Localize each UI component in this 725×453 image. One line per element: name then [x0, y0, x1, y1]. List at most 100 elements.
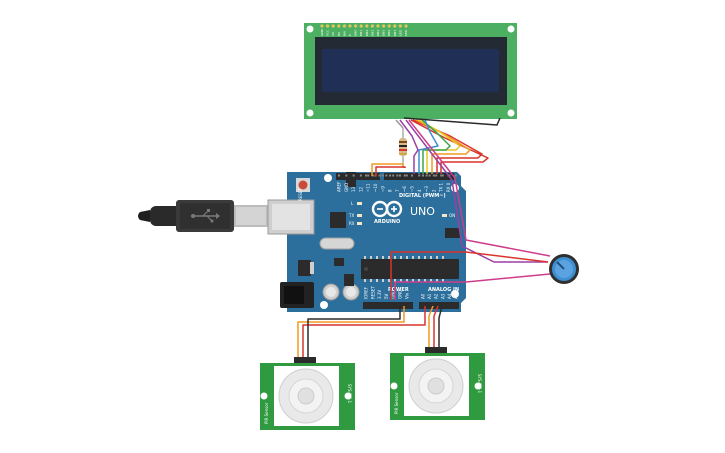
lcd-pin[interactable]	[382, 24, 386, 28]
digital-pin-label: ~9	[380, 186, 385, 192]
lcd-pin-label: DB3	[370, 30, 374, 36]
digital-pin-label: 13	[351, 186, 356, 192]
lcd-pin[interactable]	[337, 24, 341, 28]
power-pin[interactable]	[405, 174, 408, 177]
digital-pin[interactable]	[367, 174, 370, 177]
crystal-oscillator	[319, 237, 355, 250]
lcd-pin[interactable]	[348, 24, 352, 28]
wire-green-db5	[421, 119, 451, 174]
digital-pin[interactable]	[352, 174, 355, 177]
status-leds: L TX RX ON	[348, 201, 455, 226]
digital-pin[interactable]	[425, 174, 428, 177]
digital-pin-label: 4	[417, 189, 422, 192]
digital-pin-label: ~3	[424, 186, 429, 192]
lcd-pin-label: V0	[331, 32, 335, 36]
wire-red-pir2-out	[433, 305, 439, 352]
pir-1-left-label: PIR Sensor	[264, 402, 269, 424]
model-label: UNO	[410, 205, 435, 218]
wire-black-pir1-gnd	[307, 306, 401, 362]
digital-pin[interactable]	[432, 174, 435, 177]
lcd-pin[interactable]	[387, 24, 391, 28]
atmega328-chip	[361, 256, 459, 282]
power-pin[interactable]	[399, 174, 401, 177]
wire-red-pot-vcc	[390, 251, 549, 300]
digital-pin-label: ~11	[366, 183, 371, 192]
wire-black-gnd	[403, 117, 501, 126]
pir-sensor-2[interactable]: PIR Sensor SYS-PIR-1	[390, 347, 485, 420]
digital-pin[interactable]	[418, 174, 421, 177]
lcd-pin[interactable]	[370, 24, 374, 28]
digital-pin-label: 8	[388, 189, 393, 192]
digital-pin-label: ~5	[410, 186, 415, 192]
reset-button-cap[interactable]	[298, 180, 308, 190]
wire-magenta-pot-gnd	[394, 273, 551, 300]
wire-black-pir2-gnd	[438, 305, 443, 352]
wires[interactable]	[297, 117, 551, 362]
digital-pin[interactable]	[381, 174, 384, 177]
analog-pin-label: A1	[427, 293, 432, 299]
analog-pin[interactable]	[435, 174, 438, 177]
analog-pin-label: A4	[447, 293, 452, 299]
tx-led-label: TX	[348, 213, 354, 218]
digital-pin[interactable]	[345, 174, 348, 177]
power-pin[interactable]	[385, 174, 388, 177]
pir-sensor-1[interactable]: PIR Sensor SYS-PIR-1	[260, 357, 355, 430]
lcd-pin[interactable]	[398, 24, 402, 28]
digital-pin[interactable]	[440, 174, 443, 177]
potentiometer[interactable]	[549, 254, 579, 284]
lcd-pin[interactable]	[354, 24, 358, 28]
analog-pin-label: A0	[421, 293, 426, 299]
mount-hole	[320, 301, 328, 309]
power-pin[interactable]	[365, 174, 367, 177]
power-pin[interactable]	[378, 174, 381, 177]
digital-pin[interactable]	[338, 174, 340, 177]
digital-pin-label: 7	[395, 189, 400, 192]
lcd-pin[interactable]	[326, 24, 330, 28]
wire-magenta-pot-1	[408, 119, 551, 257]
lcd-pin-label: VCC	[326, 30, 330, 36]
lcd-pin[interactable]	[376, 24, 380, 28]
lcd-pin-label: DB5	[382, 30, 386, 36]
lcd-pin[interactable]	[359, 24, 363, 28]
lcd-pin-label: RS	[337, 32, 341, 36]
arduino-uno-board[interactable]: RESET ARDUINO UNO	[267, 172, 466, 312]
lcd-pin[interactable]	[342, 24, 346, 28]
usb-controller-chip	[330, 212, 346, 228]
resistor[interactable]	[399, 128, 407, 168]
analog-pin[interactable]	[422, 174, 424, 177]
lcd-pin-label: LED	[404, 29, 408, 36]
mount-hole	[451, 290, 459, 298]
lcd-pin[interactable]	[331, 24, 335, 28]
power-pin-label: GND	[398, 290, 403, 299]
wire-blue-db6	[418, 119, 439, 174]
analog-pin[interactable]	[428, 174, 431, 177]
lcd-pin[interactable]	[393, 24, 397, 28]
lcd-pin[interactable]	[320, 24, 324, 28]
wire-gray-led	[395, 119, 404, 129]
lcd-pin[interactable]	[404, 24, 408, 28]
lcd-pin-label: GND	[320, 28, 324, 36]
lcd-pin[interactable]	[365, 24, 369, 28]
digital-pin[interactable]	[389, 174, 392, 177]
power-pin[interactable]	[371, 174, 374, 177]
digital-pin[interactable]	[411, 174, 413, 177]
digital-pin-label: TX 1	[439, 183, 444, 193]
digital-pin[interactable]	[403, 174, 406, 177]
lcd-pin-label: E	[348, 34, 352, 36]
brand-label: ARDUINO	[374, 219, 400, 225]
analog-pin[interactable]	[441, 174, 444, 177]
power-pin[interactable]	[392, 174, 395, 177]
digital-pin-label: GND	[344, 183, 349, 192]
usb-cable	[138, 200, 268, 232]
analog-pin[interactable]	[455, 174, 457, 177]
digital-pin[interactable]	[396, 174, 399, 177]
digital-pin[interactable]	[359, 174, 362, 177]
lcd-pin-label: DB0	[354, 30, 358, 36]
